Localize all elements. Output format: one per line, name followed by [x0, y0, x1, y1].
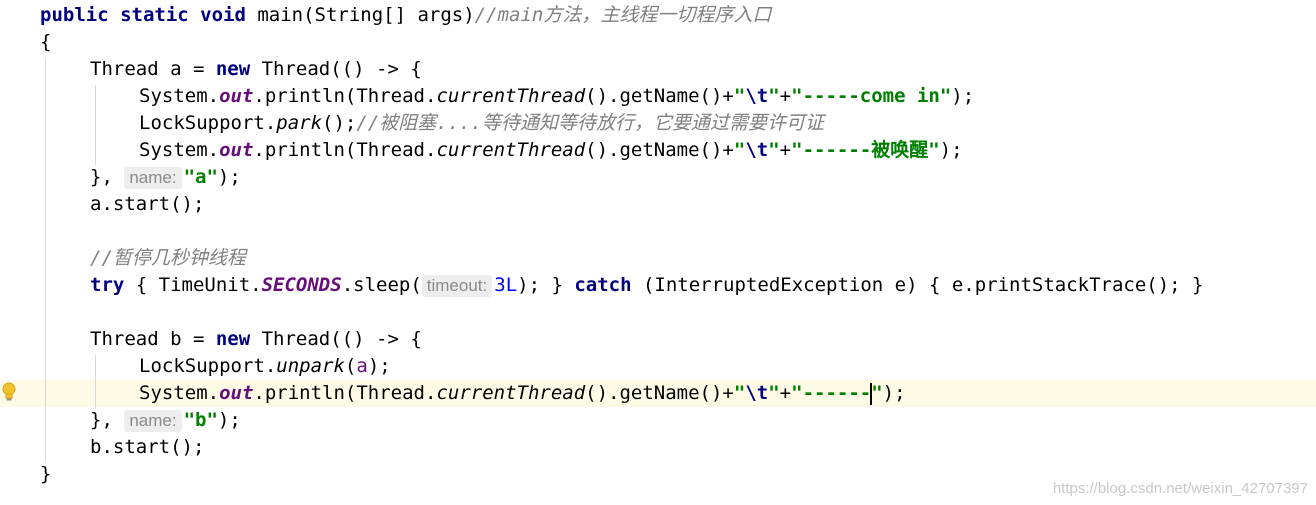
- code-text: {: [40, 31, 52, 53]
- code-text: ().getName()+: [585, 139, 734, 161]
- static-field: out: [219, 382, 254, 404]
- code-text: );: [217, 409, 241, 431]
- code-line[interactable]: try { TimeUnit.SECONDS.sleep(timeout:3L)…: [90, 272, 1204, 299]
- static-method: currentThread: [436, 85, 586, 107]
- code-text: .println(Thread.: [253, 139, 437, 161]
- parameter-hint: name:: [124, 167, 182, 189]
- string-literal: "b": [183, 409, 218, 431]
- indent-guide: [45, 58, 46, 462]
- number-literal: 3L: [494, 274, 518, 296]
- code-text: { TimeUnit.: [124, 274, 262, 296]
- code-text: +: [779, 139, 792, 161]
- keyword: try: [90, 274, 125, 296]
- code-text: Thread(() -> {: [250, 58, 422, 80]
- code-text: ();: [322, 112, 357, 134]
- code-text: main(String[] args): [245, 4, 475, 26]
- code-line[interactable]: b.start();: [90, 434, 204, 461]
- text-caret: [870, 382, 873, 405]
- code-text: +: [779, 85, 792, 107]
- code-text: );: [939, 139, 963, 161]
- code-line[interactable]: System.out.println(Thread.currentThread(…: [139, 137, 963, 164]
- code-text: System.: [139, 382, 220, 404]
- string-literal: ": [871, 382, 883, 404]
- comment: //main方法，主线程一切程序入口: [474, 4, 772, 26]
- code-text: Thread a =: [90, 58, 216, 80]
- code-line[interactable]: }, name:"a");: [90, 164, 241, 191]
- string-literal: ": [733, 85, 746, 107]
- string-literal: "------被唤醒": [791, 139, 940, 161]
- watermark-text: https://blog.csdn.net/weixin_42707397: [1052, 480, 1308, 497]
- code-text: b.start();: [90, 436, 205, 458]
- code-text: LockSupport.: [139, 112, 277, 134]
- code-line[interactable]: LockSupport.unpark(a);: [139, 353, 391, 380]
- indent-guide: [95, 85, 96, 165]
- code-text: (InterruptedException e) { e.printStackT…: [631, 274, 1204, 296]
- string-literal: "------: [791, 382, 872, 404]
- keyword: catch: [574, 274, 632, 296]
- code-text: );: [882, 382, 906, 404]
- string-literal: ": [733, 382, 746, 404]
- escape-sequence: \t: [745, 85, 769, 107]
- code-text: },: [90, 409, 125, 431]
- code-line[interactable]: LockSupport.park();//被阻塞....等待通知等待放行，它要通…: [139, 110, 824, 137]
- string-literal: "-----come in": [791, 85, 952, 107]
- static-method: currentThread: [436, 139, 586, 161]
- code-text: .println(Thread.: [253, 382, 437, 404]
- keyword: public static void: [40, 4, 246, 26]
- static-method: unpark: [276, 355, 345, 377]
- code-text: }: [40, 463, 52, 485]
- keyword: new: [215, 328, 251, 350]
- code-text: .println(Thread.: [253, 85, 437, 107]
- code-text: ().getName()+: [585, 85, 734, 107]
- code-text: System.: [139, 85, 220, 107]
- comment: //被阻塞....等待通知等待放行，它要通过需要许可证: [356, 112, 825, 134]
- static-method: park: [276, 112, 323, 134]
- code-text: (: [344, 355, 357, 377]
- static-field: SECONDS: [261, 274, 342, 296]
- code-line[interactable]: }, name:"b");: [90, 407, 241, 434]
- code-line[interactable]: {: [40, 29, 51, 56]
- code-text: );: [951, 85, 975, 107]
- code-text: ().getName()+: [585, 382, 734, 404]
- lightbulb-icon[interactable]: [2, 382, 16, 402]
- code-text: Thread(() -> {: [250, 328, 422, 350]
- code-line[interactable]: }: [40, 461, 51, 488]
- captured-variable: a: [356, 355, 368, 377]
- static-field: out: [219, 139, 254, 161]
- parameter-hint: name:: [124, 410, 182, 432]
- code-text: ); }: [517, 274, 575, 296]
- code-line[interactable]: System.out.println(Thread.currentThread(…: [139, 83, 974, 110]
- code-line[interactable]: public static void main(String[] args)//…: [40, 2, 771, 29]
- code-text: System.: [139, 139, 220, 161]
- code-line-current[interactable]: System.out.println(Thread.currentThread(…: [139, 380, 906, 407]
- escape-sequence: \t: [745, 139, 769, 161]
- code-text: +: [779, 382, 792, 404]
- escape-sequence: \t: [745, 382, 769, 404]
- code-line[interactable]: Thread a = new Thread(() -> {: [90, 56, 422, 83]
- code-line[interactable]: //暂停几秒钟线程: [90, 245, 246, 272]
- comment: //暂停几秒钟线程: [90, 247, 246, 269]
- string-literal: "a": [183, 166, 218, 188]
- code-text: Thread b =: [90, 328, 216, 350]
- code-text: );: [367, 355, 391, 377]
- keyword: new: [215, 58, 251, 80]
- indent-guide: [95, 355, 96, 409]
- current-line-highlight: [0, 380, 1316, 407]
- code-line[interactable]: Thread b = new Thread(() -> {: [90, 326, 422, 353]
- code-text: .sleep(: [341, 274, 422, 296]
- code-text: a.start();: [90, 193, 205, 215]
- parameter-hint: timeout:: [421, 275, 493, 297]
- code-text: },: [90, 166, 125, 188]
- string-literal: ": [768, 85, 780, 107]
- static-field: out: [219, 85, 254, 107]
- code-text: LockSupport.: [139, 355, 277, 377]
- string-literal: ": [733, 139, 746, 161]
- static-method: currentThread: [436, 382, 586, 404]
- code-line[interactable]: a.start();: [90, 191, 204, 218]
- code-text: );: [217, 166, 241, 188]
- string-literal: ": [768, 139, 780, 161]
- string-literal: ": [768, 382, 780, 404]
